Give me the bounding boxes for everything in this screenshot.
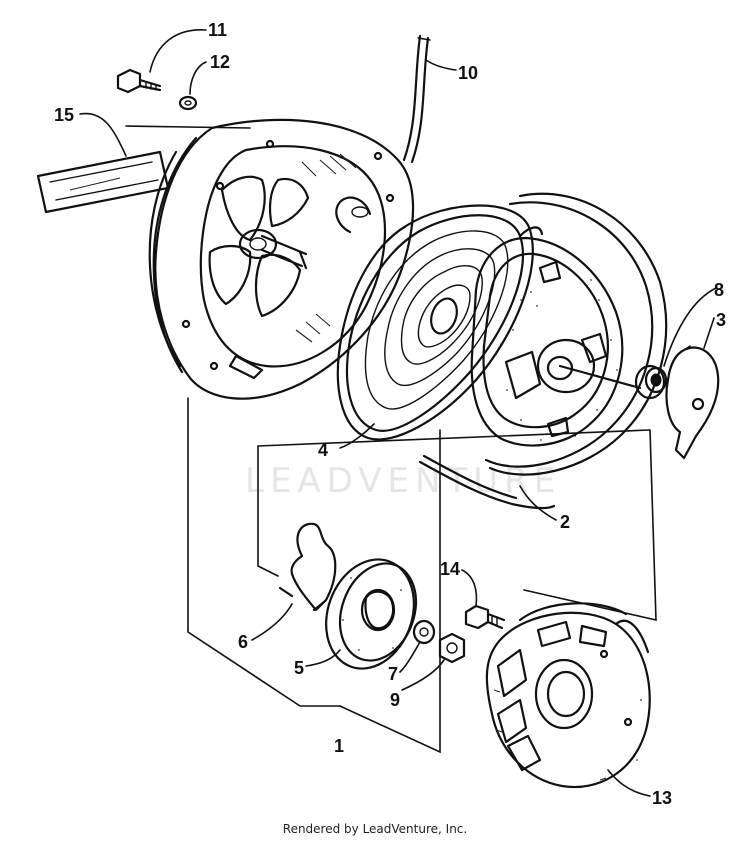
cap-screw [464, 604, 506, 630]
starter-rope [402, 34, 431, 164]
callout-12: 12 [210, 52, 230, 72]
callout-15: 15 [54, 105, 74, 125]
footer-credit: Rendered by LeadVenture, Inc. [282, 822, 468, 836]
recoil-spring [336, 204, 544, 441]
callout-4: 4 [318, 440, 328, 460]
rope-pulley [418, 192, 668, 510]
callout-2: 2 [560, 512, 570, 532]
callout-3: 3 [716, 310, 726, 330]
callouts: 11 12 10 15 8 3 4 2 14 6 5 7 9 1 13 [54, 20, 726, 808]
bolt [116, 68, 162, 94]
starter-housing [148, 118, 415, 400]
callout-7: 7 [388, 664, 398, 684]
callout-11: 11 [208, 20, 227, 40]
flat-washer [412, 619, 436, 645]
leader-lines [79, 29, 717, 797]
lock-washer [178, 95, 198, 111]
decal-plate [36, 150, 170, 214]
callout-6: 6 [238, 632, 248, 652]
callout-8: 8 [714, 280, 724, 300]
nut [438, 632, 466, 664]
cam-plate [325, 558, 418, 670]
starter-cup [485, 602, 651, 789]
assembly-bracket [187, 397, 657, 754]
callout-10: 10 [458, 63, 478, 83]
callout-14: 14 [440, 559, 460, 579]
snap-spring [278, 522, 337, 612]
callout-1: 1 [334, 736, 344, 756]
callout-9: 9 [390, 690, 400, 710]
pawl [665, 345, 720, 460]
callout-5: 5 [294, 658, 304, 678]
bushing [634, 364, 668, 400]
callout-13: 13 [652, 788, 672, 808]
